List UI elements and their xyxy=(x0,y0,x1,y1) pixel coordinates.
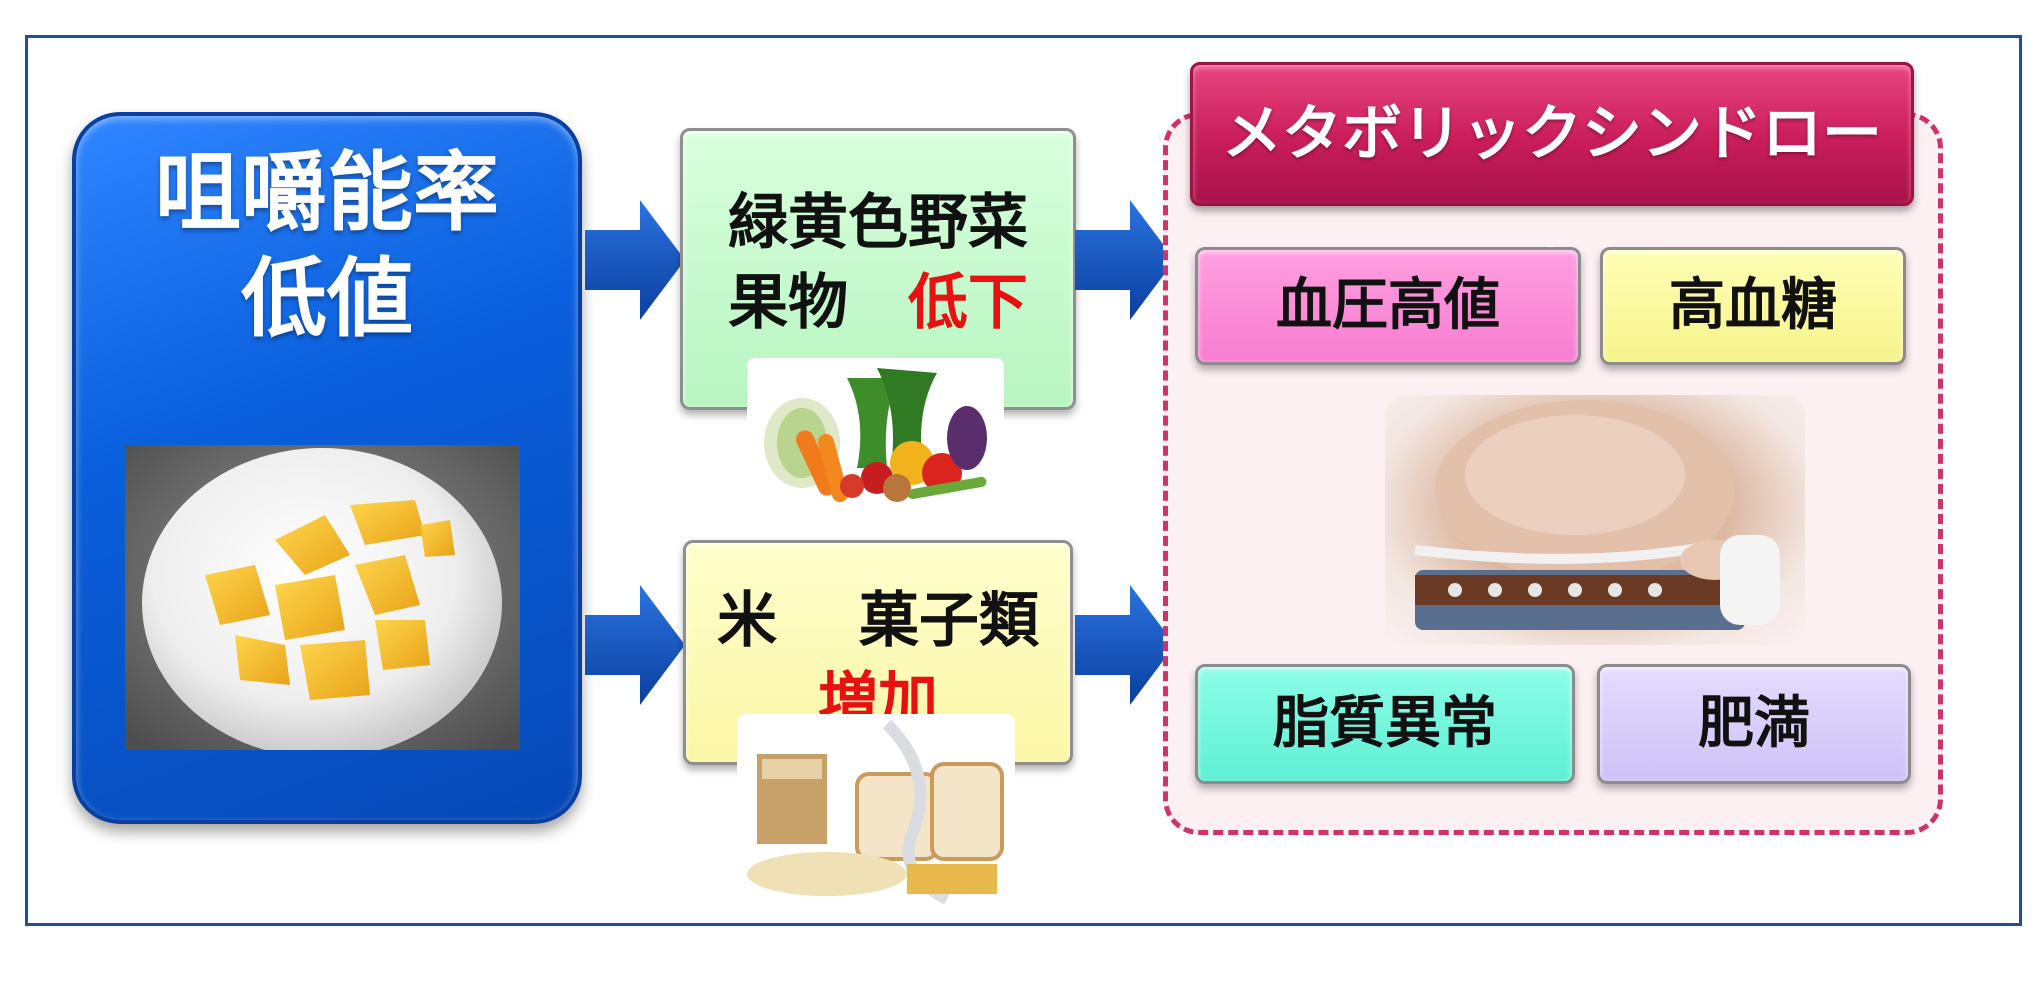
carbohydrates-photo xyxy=(737,714,1015,905)
mastication-efficiency-title: 咀嚼能率 低値 xyxy=(72,140,582,352)
arrow-right-icon xyxy=(1075,200,1175,320)
high-blood-pressure-box: 血圧高値 xyxy=(1195,247,1581,365)
vegetables-line: 緑黄色野菜 xyxy=(728,188,1028,258)
sweets-label: 菓子類 xyxy=(858,586,1039,656)
rice-sweets-line: 米 菓子類 xyxy=(686,581,1070,661)
high-blood-glucose-box: 高血糖 xyxy=(1600,247,1906,365)
decrease-label: 低下 xyxy=(907,268,1028,338)
fruits-line: 果物 低下 xyxy=(683,263,1073,343)
rice-label: 米 xyxy=(717,586,778,656)
obesity-box: 肥満 xyxy=(1597,664,1911,784)
arrow-right-icon xyxy=(1075,585,1175,705)
diagram-frame xyxy=(25,35,2022,926)
waist-measurement-illustration xyxy=(1414,400,1780,630)
gummy-jelly-illustration xyxy=(125,445,520,750)
arrow-right-icon xyxy=(585,200,685,320)
title-line-2: 低値 xyxy=(241,249,413,349)
dyslipidemia-box: 脂質異常 xyxy=(1195,664,1575,784)
vegetables-photo xyxy=(747,358,1004,516)
gummy-jelly-photo xyxy=(125,445,520,750)
vegetables-illustration xyxy=(764,368,987,503)
fruits-label: 果物 xyxy=(728,268,849,338)
waist-measurement-photo xyxy=(1385,395,1805,645)
metabolic-syndrome-banner: メタボリックシンドローム xyxy=(1190,62,1914,307)
title-line-1: 咀嚼能率 xyxy=(155,143,499,243)
arrow-right-icon xyxy=(585,585,685,705)
carbohydrates-illustration xyxy=(747,719,1004,905)
